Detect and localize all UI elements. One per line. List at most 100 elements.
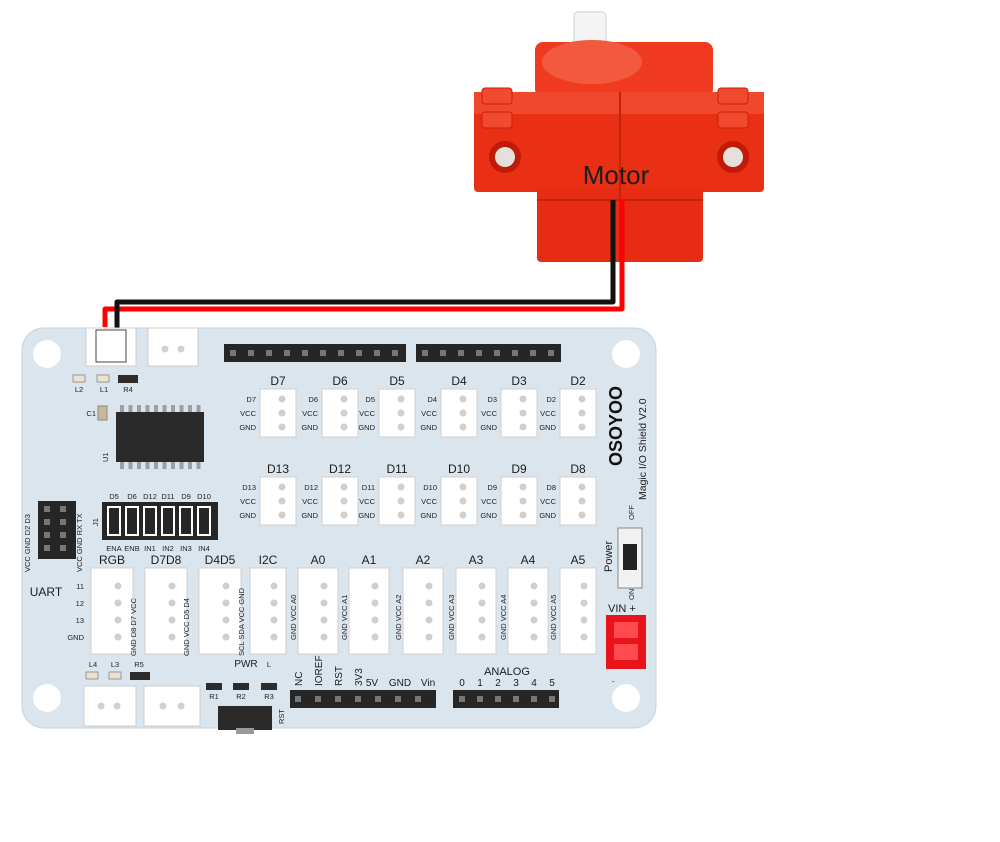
pin-label-d9-d9: D9 bbox=[487, 483, 497, 492]
label-r4: R4 bbox=[123, 385, 133, 394]
board-title: Magic I/O Shield V2.0 bbox=[637, 398, 649, 500]
port-d4d5[interactable] bbox=[198, 567, 242, 655]
i2c-pin-labels: SCL SDA VCC GND bbox=[237, 587, 246, 656]
port-name-d5: D5 bbox=[389, 374, 405, 388]
port-rgb[interactable] bbox=[90, 567, 134, 655]
label-l: L bbox=[267, 660, 271, 669]
digital-port-d6[interactable] bbox=[321, 388, 359, 438]
port-name-d2: D2 bbox=[570, 374, 586, 388]
power-header-pin-rst: RST bbox=[334, 666, 345, 686]
j1-bottom-pin-ena: ENA bbox=[106, 544, 121, 553]
digital-port-d13[interactable] bbox=[259, 476, 297, 526]
uart-label: UART bbox=[30, 585, 63, 599]
bottom-port-2[interactable] bbox=[143, 685, 201, 727]
port-name-d4: D4 bbox=[451, 374, 467, 388]
digital-port-d2[interactable] bbox=[559, 388, 597, 438]
rgb-pin-12: 12 bbox=[76, 599, 84, 608]
analog-header-pin-3: 3 bbox=[513, 678, 519, 689]
pin-label-d12-d12: D12 bbox=[304, 483, 318, 492]
analog-header-pin-2: 2 bbox=[495, 678, 501, 689]
motor-port-2[interactable] bbox=[147, 327, 199, 367]
analog-header-pin-0: 0 bbox=[459, 678, 465, 689]
j1-top-pin-d5: D5 bbox=[109, 492, 119, 501]
red-wire bbox=[102, 200, 625, 327]
j1-label: J1 bbox=[91, 518, 100, 526]
pin-label-d12-vcc: VCC bbox=[302, 497, 318, 506]
pin-label-d4-d4: D4 bbox=[427, 395, 437, 404]
rgb-pin-13: 13 bbox=[76, 616, 84, 625]
digital-port-d4[interactable] bbox=[440, 388, 478, 438]
pin-label-d11-d11: D11 bbox=[362, 483, 375, 492]
lower-port-name-a5: A5 bbox=[571, 553, 586, 567]
digital-port-d7[interactable] bbox=[259, 388, 297, 438]
digital-port-d9[interactable] bbox=[500, 476, 538, 526]
port-a5[interactable] bbox=[559, 567, 597, 655]
motor-label: Motor bbox=[583, 160, 650, 190]
pin-label-d7-gnd: GND bbox=[239, 423, 256, 432]
pin-label-d5-gnd: GND bbox=[358, 423, 375, 432]
pin-label-d13-d13: D13 bbox=[242, 483, 256, 492]
pin-label-d8-d8: D8 bbox=[546, 483, 556, 492]
analog-pin-labels-a5: GND VCC A5 bbox=[549, 595, 558, 640]
j1-bottom-pin-in3: IN3 bbox=[180, 544, 192, 553]
digital-port-d5[interactable] bbox=[378, 388, 416, 438]
motor-studs bbox=[481, 87, 749, 129]
port-a3[interactable] bbox=[455, 567, 497, 655]
analog-header-label: ANALOG bbox=[484, 666, 530, 678]
port-i2c[interactable] bbox=[249, 567, 287, 655]
digital-port-d12[interactable] bbox=[321, 476, 359, 526]
pin-label-d5-d5: D5 bbox=[365, 395, 375, 404]
port-d7d8[interactable] bbox=[144, 567, 188, 655]
lower-port-name-i2c: I2C bbox=[259, 553, 278, 567]
pin-label-d6-gnd: GND bbox=[301, 423, 318, 432]
pin-label-d2-gnd: GND bbox=[539, 423, 556, 432]
port-name-d3: D3 bbox=[511, 374, 527, 388]
port-a0[interactable] bbox=[297, 567, 339, 655]
bottom-port-1[interactable] bbox=[83, 685, 137, 727]
pin-label-d7-vcc: VCC bbox=[240, 409, 256, 418]
power-header-strip[interactable] bbox=[290, 690, 436, 708]
chip-u1 bbox=[116, 405, 204, 469]
lower-port-name-rgb: RGB bbox=[99, 553, 125, 567]
uart-port[interactable] bbox=[38, 501, 76, 559]
power-header-pin-3v3: 3V3 bbox=[354, 668, 365, 686]
pin-label-d13-gnd: GND bbox=[239, 511, 256, 520]
digital-ports-top: D7D7VCCGNDD6D6VCCGNDD5D5VCCGNDD4D4VCCGND… bbox=[239, 374, 597, 438]
digital-port-d11[interactable] bbox=[378, 476, 416, 526]
vin-power-port[interactable] bbox=[606, 615, 646, 669]
pin-label-d10-vcc: VCC bbox=[421, 497, 437, 506]
lower-port-name-a2: A2 bbox=[416, 553, 431, 567]
pin-label-d13-vcc: VCC bbox=[240, 497, 256, 506]
label-r3: R3 bbox=[264, 692, 274, 701]
digital-port-d3[interactable] bbox=[500, 388, 538, 438]
reset-button[interactable] bbox=[218, 706, 272, 734]
analog-pin-labels-a2: GND VCC A2 bbox=[394, 595, 403, 640]
pin-label-d11-gnd: GND bbox=[358, 511, 375, 520]
digital-header-strip-2[interactable] bbox=[416, 344, 561, 362]
black-wire bbox=[114, 200, 616, 335]
power-switch[interactable] bbox=[617, 527, 643, 589]
power-header-pin-vin: Vin bbox=[421, 678, 435, 689]
power-header-pin-gnd: GND bbox=[389, 678, 411, 689]
label-l2: L2 bbox=[75, 385, 83, 394]
pin-label-d8-vcc: VCC bbox=[540, 497, 556, 506]
digital-header-strip-1[interactable] bbox=[224, 344, 406, 362]
j1-top-pin-d6: D6 bbox=[127, 492, 137, 501]
digital-port-d8[interactable] bbox=[559, 476, 597, 526]
d7d8-pin-labels: GND D8 D7 VCC bbox=[129, 597, 138, 656]
port-a2[interactable] bbox=[402, 567, 444, 655]
port-a1[interactable] bbox=[348, 567, 390, 655]
brand-logo: OSOYOO bbox=[606, 386, 626, 466]
lower-port-name-d7d8: D7D8 bbox=[151, 553, 182, 567]
board-mounting-holes bbox=[33, 340, 640, 712]
digital-port-d10[interactable] bbox=[440, 476, 478, 526]
port-a4[interactable] bbox=[507, 567, 549, 655]
analog-header-strip[interactable] bbox=[453, 690, 559, 708]
label-l1: L1 bbox=[100, 385, 108, 394]
pin-label-d9-gnd: GND bbox=[480, 511, 497, 520]
jumper-j1[interactable] bbox=[102, 502, 218, 540]
pin-label-d10-gnd: GND bbox=[420, 511, 437, 520]
j1-top-pin-d9: D9 bbox=[181, 492, 191, 501]
pin-label-d3-d3: D3 bbox=[487, 395, 497, 404]
